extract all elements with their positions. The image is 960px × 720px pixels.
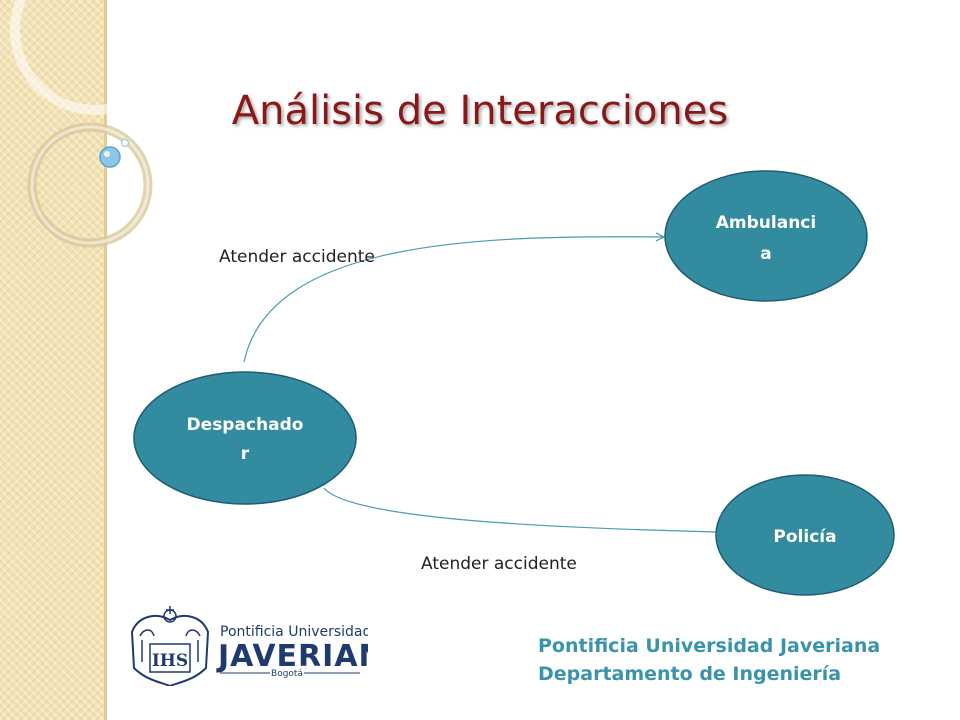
node-despachador-label-line1: Despachado <box>187 415 304 435</box>
decorative-sidebar <box>0 0 106 720</box>
svg-text:IHS: IHS <box>152 651 188 671</box>
edge-label-to-policia: Atender accidente <box>421 554 577 574</box>
edge-despachador-to-policia <box>323 487 717 533</box>
sidebar-border <box>104 0 107 720</box>
footer-line-department: Departamento de Ingeniería <box>538 663 842 685</box>
slide-title: Análisis de Interacciones <box>231 88 729 134</box>
logo-name-small: Pontificia Universidad <box>220 624 368 640</box>
node-despachador-label-line2: r <box>241 444 250 464</box>
decorative-circles <box>10 0 160 248</box>
edge-despachador-to-ambulancia <box>243 237 664 363</box>
university-logo: IHS Pontificia Universidad JAVERIANA Bog… <box>130 606 368 686</box>
logo-name-big: JAVERIANA <box>216 639 368 674</box>
node-ambulancia-label-line2: a <box>760 244 771 264</box>
node-despachador: Despachado r <box>133 371 357 505</box>
edge-label-to-ambulancia: Atender accidente <box>219 247 375 267</box>
node-ambulancia: Ambulanci a <box>664 170 868 302</box>
node-policia-label: Policía <box>773 527 836 547</box>
footer-line-university: Pontificia Universidad Javeriana <box>538 635 881 657</box>
university-crest-icon: IHS <box>130 606 210 686</box>
footer-institution: Pontificia Universidad Javeriana Departa… <box>538 632 880 688</box>
logo-city: Bogotá <box>271 669 303 679</box>
node-policia: Policía <box>715 474 895 596</box>
node-ambulancia-label-line1: Ambulanci <box>716 213 816 233</box>
